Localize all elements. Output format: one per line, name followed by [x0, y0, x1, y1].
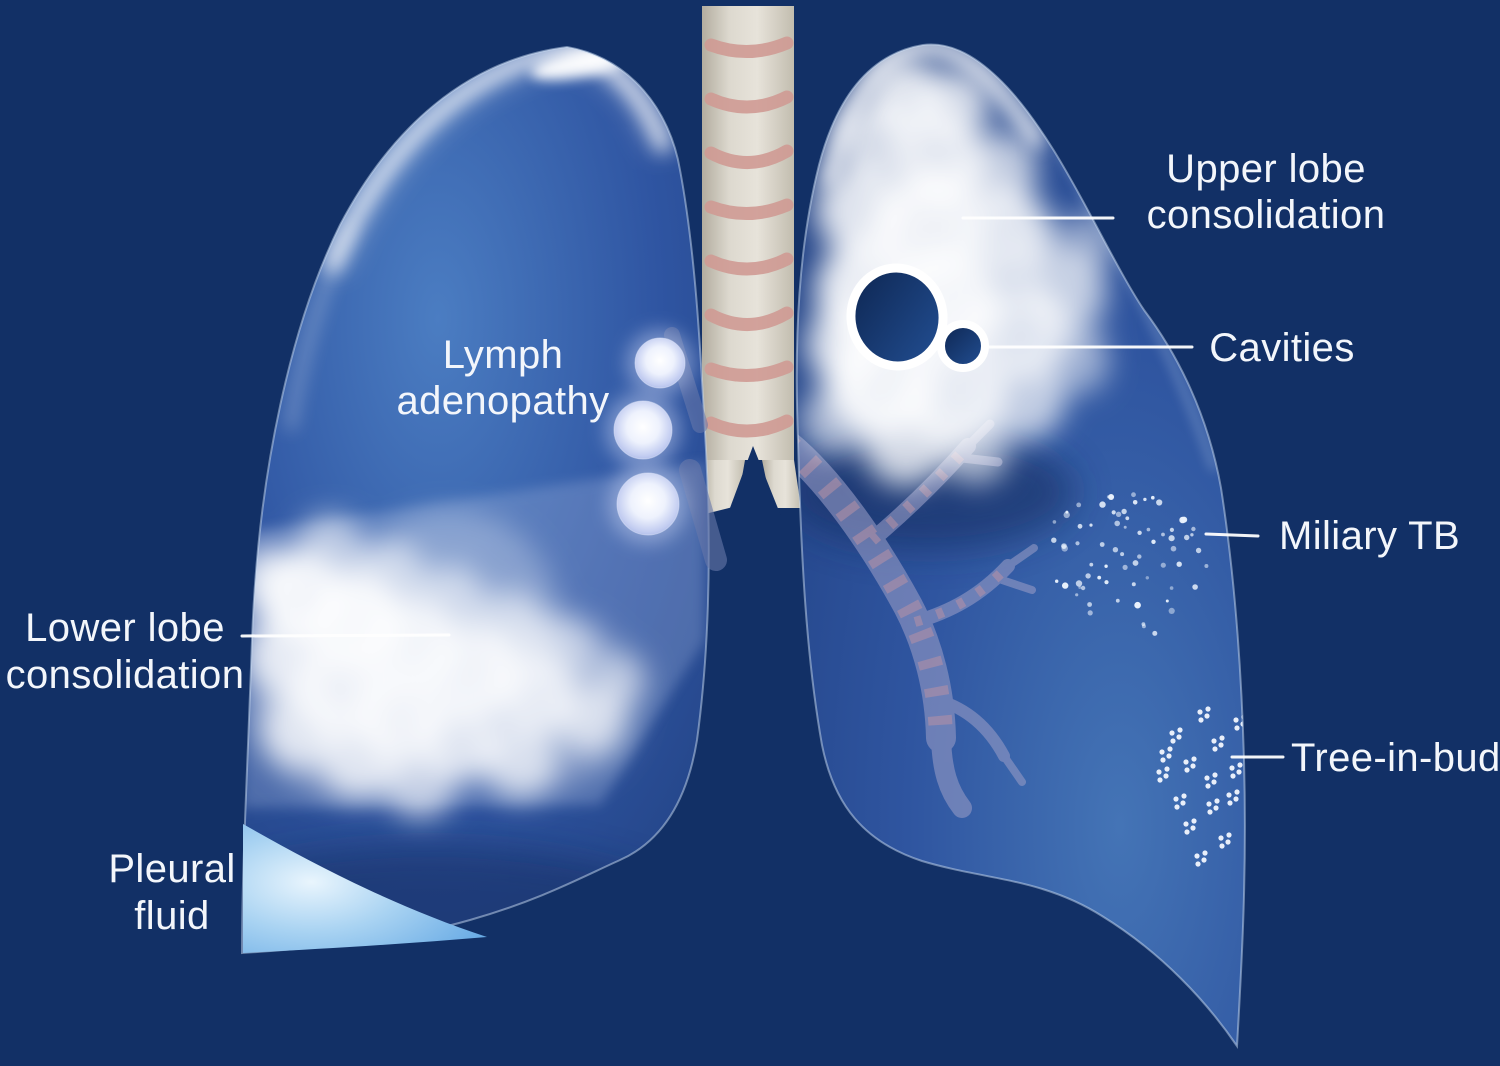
cartilage-ring: [704, 90, 794, 114]
label-lymph-adenopathy: adenopathy: [396, 379, 609, 423]
lymph-adenopathy-nodes: [605, 327, 727, 571]
lower-lobe-consolidation-cloud: [242, 510, 648, 820]
miliary-tb-dots: [1051, 492, 1209, 636]
label-pleural-fluid: fluid: [134, 894, 209, 938]
cartilage-ring: [704, 360, 794, 383]
cartilage-ring: [704, 144, 794, 169]
leader-lines: [240, 216, 1285, 759]
leader-miliary-tb: [1204, 532, 1260, 538]
cartilage-ring: [704, 306, 794, 331]
lymph-node: [616, 472, 680, 536]
cartilage-ring: [704, 252, 794, 276]
label-lower-lobe-consolidation: Lower lobe: [25, 606, 225, 650]
label-upper-lobe-consolidation: consolidation: [1147, 193, 1386, 237]
label-lower-lobe-consolidation: consolidation: [6, 653, 245, 697]
carina-notch: [727, 446, 781, 516]
trachea-tube: [702, 6, 794, 460]
cavities: [846, 263, 989, 372]
label-miliary-tb: Miliary TB: [1279, 514, 1460, 558]
pleural-fluid-wedge: [243, 824, 487, 953]
small-cavity: [937, 320, 989, 372]
label-upper-lobe-consolidation: Upper lobe: [1166, 147, 1366, 191]
leader-lower-lobe: [240, 633, 451, 638]
label-tree-in-bud: Tree-in-bud: [1291, 736, 1500, 780]
trachea: [702, 6, 801, 516]
cartilage-ring: [704, 198, 794, 221]
left-edge-sheen: [286, 223, 356, 431]
left-lung-outline: [240, 45, 710, 955]
lymph-node: [613, 400, 673, 460]
label-pleural-fluid: Pleural: [108, 847, 235, 891]
label-lymph-adenopathy: Lymph: [443, 333, 564, 377]
left-apex-rim-light: [324, 47, 671, 273]
cartilage-ring: [704, 36, 794, 59]
right-lung-outline: [795, 43, 1246, 1049]
cartilage-rings: [704, 36, 794, 438]
large-cavity: [846, 263, 948, 371]
labels: Upper lobe consolidation Cavities Miliar…: [6, 147, 1500, 938]
label-cavities: Cavities: [1209, 326, 1354, 370]
lymph-node: [634, 337, 686, 389]
tree-in-bud-cluster: [1156, 706, 1245, 867]
cartilage-ring: [704, 414, 794, 438]
hilar-shadow-lower: [679, 459, 727, 571]
